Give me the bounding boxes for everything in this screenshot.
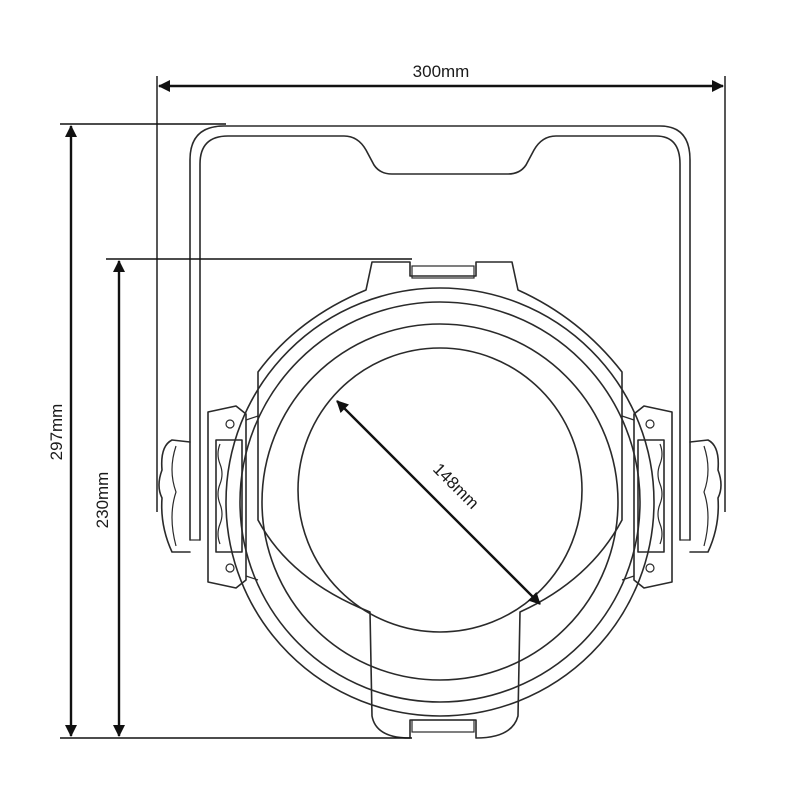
left-side-mount xyxy=(207,405,259,589)
left-tilt-knob xyxy=(158,439,191,553)
right-mount-screw-bottom-icon xyxy=(645,563,655,573)
left-mount-screw-bottom-icon xyxy=(225,563,235,573)
lens-diameter-label: 148mm xyxy=(429,459,483,513)
fixture-housing xyxy=(257,261,623,739)
width-dimension: 300mm xyxy=(156,62,726,512)
lens-diameter-dimension: 148mm xyxy=(336,400,541,605)
body-height-label: 230mm xyxy=(93,472,112,529)
total-height-dimension: 297mm xyxy=(47,123,412,739)
width-label: 300mm xyxy=(413,62,470,81)
body-height-dimension: 230mm xyxy=(93,258,412,737)
lens-diameter-dimension-line xyxy=(336,400,541,605)
lens xyxy=(297,347,583,633)
right-side-mount xyxy=(621,405,673,589)
right-tilt-knob xyxy=(689,439,722,553)
total-height-label: 297mm xyxy=(47,404,66,461)
right-mount-screw-top-icon xyxy=(645,419,655,429)
front-ring xyxy=(225,287,655,717)
left-mount-screw-top-icon xyxy=(225,419,235,429)
yoke-bracket xyxy=(189,125,691,541)
